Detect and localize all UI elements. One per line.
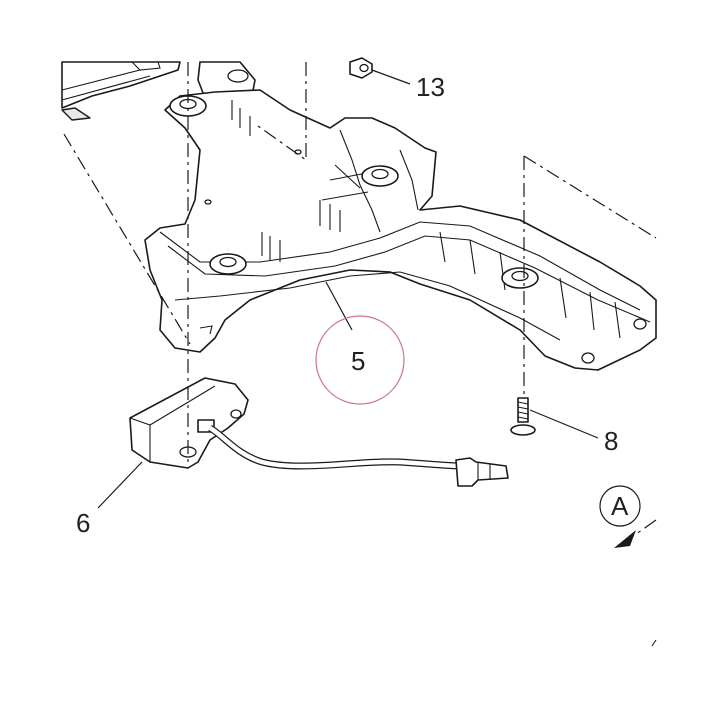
view-a-circle: [599, 485, 641, 527]
center-lines: [63, 62, 657, 545]
callout-a: A: [611, 491, 629, 521]
callout-13: 13: [416, 72, 445, 102]
view-direction-arrow: [614, 530, 636, 548]
leader-8: [529, 409, 599, 439]
callout-6: 6: [76, 508, 90, 538]
callout-5: 5: [351, 346, 365, 376]
leader-6: [97, 461, 143, 509]
callout-8: 8: [604, 426, 618, 456]
leader-5: [325, 281, 353, 331]
screw-part-8: [510, 397, 536, 436]
main-frame-part-5: [144, 89, 657, 371]
nut-part-13: [349, 57, 373, 79]
leader-13: [371, 69, 411, 85]
sensor-module-part-6: [129, 377, 509, 487]
highlight-circle: [315, 315, 405, 405]
